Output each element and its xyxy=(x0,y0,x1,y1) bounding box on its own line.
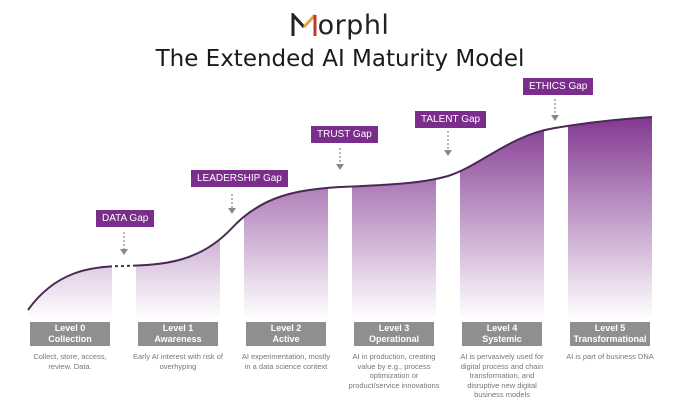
level-4-stage: Systemic xyxy=(482,334,522,344)
level-4-description: AI is pervasively used for digital proce… xyxy=(460,352,544,400)
page-title: The Extended AI Maturity Model xyxy=(155,46,525,72)
level-5-name: Level 5 xyxy=(594,323,626,333)
level-2-box: Level 2 Active xyxy=(246,322,326,346)
gap-arrows xyxy=(120,99,559,255)
morphl-m-icon xyxy=(291,13,317,36)
level-3-box: Level 3 Operational xyxy=(354,322,434,346)
level-2-description: AI experimentation, mostly in a data sci… xyxy=(241,352,331,371)
level-1-name: Level 1 xyxy=(162,323,194,333)
level-3-description: AI in production, creating value by e.g.… xyxy=(348,352,440,390)
level-1-box: Level 1 Awareness xyxy=(138,322,218,346)
level-3-name: Level 3 xyxy=(378,323,410,333)
level-4-box: Level 4 Systemic xyxy=(462,322,542,346)
level-0-box: Level 0 Collection xyxy=(30,322,110,346)
level-4-name: Level 4 xyxy=(486,323,518,333)
level-1-description: Early AI interest with risk of overhypin… xyxy=(132,352,224,371)
level-0-name: Level 0 xyxy=(54,323,86,333)
level-1-stage: Awareness xyxy=(154,334,202,344)
level-0-description: Collect, store, access, review. Data. xyxy=(33,352,107,371)
gap-label-trust: TRUST Gap xyxy=(311,126,378,143)
level-0-stage: Collection xyxy=(48,334,92,344)
logo: orphl xyxy=(0,8,680,42)
level-5-box: Level 5 Transformational xyxy=(570,322,650,346)
level-5-description: AI is part of business DNA xyxy=(566,352,654,361)
gap-label-ethics: ETHICS Gap xyxy=(523,78,594,95)
gap-label-leadership: LEADERSHIP Gap xyxy=(191,170,288,187)
level-5-stage: Transformational xyxy=(573,334,647,344)
gap-label-talent: TALENT Gap xyxy=(415,111,487,128)
level-2-stage: Active xyxy=(272,334,300,344)
level-2-name: Level 2 xyxy=(270,323,302,333)
gap-label-data: DATA Gap xyxy=(96,210,155,227)
logo-text: orphl xyxy=(317,9,390,41)
level-3-stage: Operational xyxy=(368,334,419,344)
